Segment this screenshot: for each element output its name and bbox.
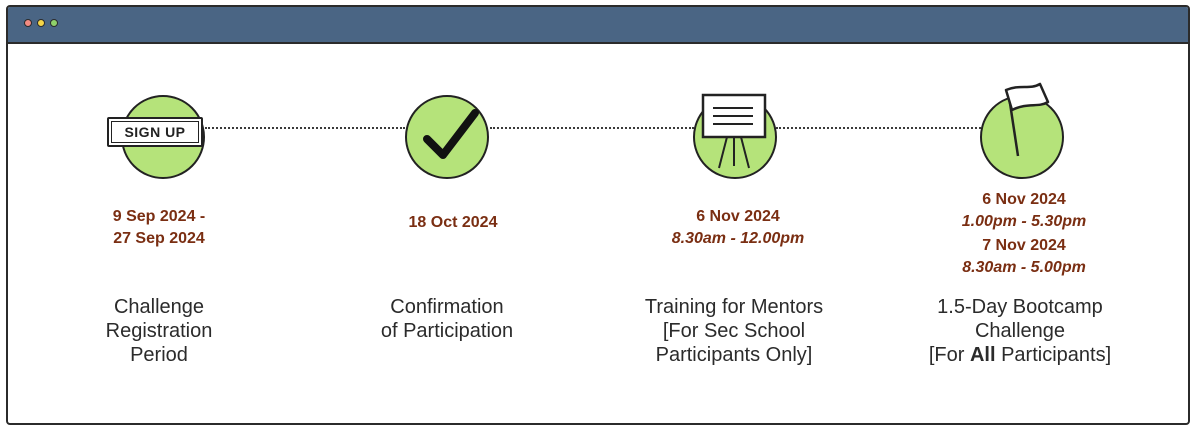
step-description: Confirmation of Participation <box>297 295 597 343</box>
sign-up-badge-text: SIGN UP <box>124 124 186 140</box>
desc-text: Participants] <box>995 344 1112 366</box>
step-description: 1.5-Day Bootcamp Challenge [For All Part… <box>870 295 1170 367</box>
date-single: 6 Nov 2024 <box>696 208 780 225</box>
title-bar <box>8 7 1188 44</box>
minimize-dot-icon[interactable] <box>37 19 45 27</box>
green-circle <box>405 95 489 179</box>
desc-line: Period <box>130 344 188 366</box>
desc-line: of Participation <box>380 320 514 342</box>
desc-line: Training for Mentors <box>644 296 824 318</box>
step-description: Challenge Registration Period <box>9 295 309 367</box>
timeline-connector <box>205 127 405 129</box>
step-description: Training for Mentors [For Sec School Par… <box>584 295 884 367</box>
date-end: 27 Sep 2024 <box>113 230 205 247</box>
step-dates: 6 Nov 2024 8.30am - 12.00pm <box>588 206 888 250</box>
green-circle <box>980 95 1064 179</box>
step-dates: 6 Nov 2024 1.00pm - 5.30pm 7 Nov 2024 8.… <box>874 189 1174 279</box>
time-day-1: 1.00pm - 5.30pm <box>961 213 1087 230</box>
desc-line: Participants Only] <box>655 344 813 366</box>
sign-up-badge-icon: SIGN UP <box>107 117 203 147</box>
browser-window <box>6 5 1190 425</box>
time-range: 8.30am - 12.00pm <box>671 230 805 247</box>
desc-text: [For <box>928 344 970 366</box>
desc-line: 1.5-Day Bootcamp <box>937 296 1103 318</box>
timeline-connector <box>490 127 694 129</box>
desc-line: Registration <box>105 320 213 342</box>
date-single: 18 Oct 2024 <box>408 214 498 231</box>
maximize-dot-icon[interactable] <box>50 19 58 27</box>
date-day-2: 7 Nov 2024 <box>982 237 1066 254</box>
desc-emphasis: All <box>969 344 996 366</box>
flag-icon <box>1004 82 1050 157</box>
date-start: 9 Sep 2024 - <box>112 208 206 225</box>
desc-line: Challenge <box>113 296 205 318</box>
step-dates: 18 Oct 2024 <box>303 212 603 234</box>
desc-line: [For All Participants] <box>870 343 1170 367</box>
desc-line: Challenge <box>974 320 1066 342</box>
desc-line: [For Sec School <box>662 320 806 342</box>
date-day-1: 6 Nov 2024 <box>982 191 1066 208</box>
presentation-board-icon <box>701 93 767 169</box>
checkmark-icon <box>423 109 479 159</box>
close-dot-icon[interactable] <box>24 19 32 27</box>
timeline-connector <box>776 127 981 129</box>
step-dates: 9 Sep 2024 - 27 Sep 2024 <box>9 206 309 250</box>
time-day-2: 8.30am - 5.00pm <box>962 259 1086 276</box>
desc-line: Confirmation <box>390 296 504 318</box>
